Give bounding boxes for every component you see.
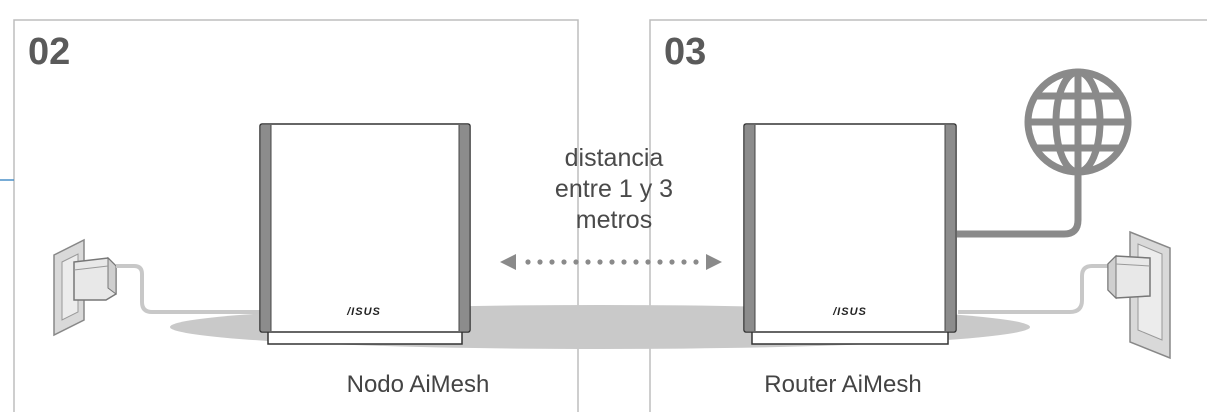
double-arrow-icon <box>500 254 722 270</box>
router-icon: /ISUS <box>743 123 957 345</box>
distance-text-line2: entre 1 y 3 <box>555 175 673 203</box>
power-adapter-icon <box>1107 254 1151 300</box>
distance-text-line3: metros <box>576 206 652 234</box>
brand-logo-right: /ISUS <box>832 306 867 318</box>
brand-logo-left: /ISUS <box>346 306 381 318</box>
power-cable-left <box>116 264 260 314</box>
internet-cable <box>957 172 1082 238</box>
caption-left: Nodo AiMesh <box>347 371 490 398</box>
distance-text-line1: distancia <box>565 144 664 172</box>
panel-left-frame <box>13 19 579 412</box>
step-number-right: 03 <box>664 31 706 73</box>
caption-right: Router AiMesh <box>764 371 921 398</box>
panel-right-frame <box>649 19 1207 412</box>
power-cable-right <box>958 264 1108 314</box>
router-icon: /ISUS <box>259 123 471 345</box>
step-number-left: 02 <box>28 31 70 73</box>
globe-icon <box>1024 68 1132 176</box>
power-adapter-icon <box>73 256 117 301</box>
